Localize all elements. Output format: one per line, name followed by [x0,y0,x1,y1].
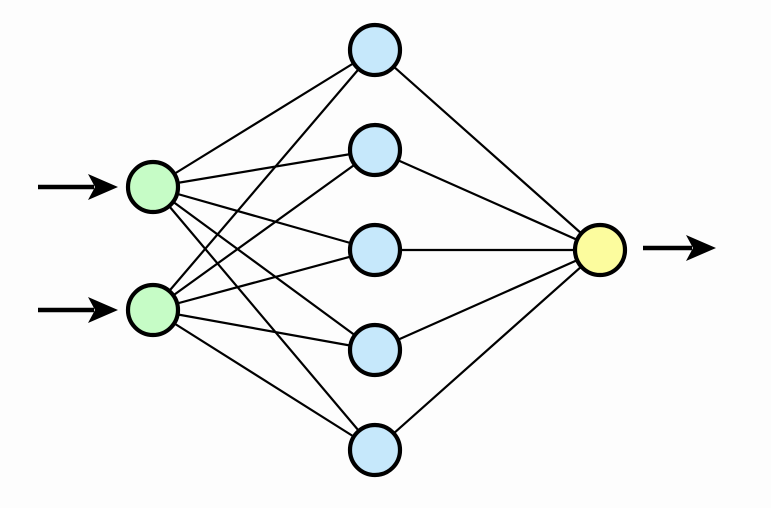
edge-h2-o1 [373,148,602,252]
hidden-layer-node-2[interactable] [347,122,403,178]
edges-group [151,48,602,452]
edge-i2-h4 [151,308,377,352]
node-h2[interactable] [347,122,403,178]
input-layer-node-2[interactable] [125,282,181,338]
node-h5[interactable] [347,422,403,478]
input-layer-node-1[interactable] [125,159,181,215]
output-arrow [643,235,716,261]
node-h3[interactable] [347,222,403,278]
hidden-layer-node-3[interactable] [347,222,403,278]
hidden-layer-node-5[interactable] [347,422,403,478]
output-layer-node-1[interactable] [572,222,628,278]
edge-i1-h4 [151,185,377,352]
edge-i1-h1 [151,48,377,189]
output-arrow-head [686,235,716,261]
edge-h1-o1 [373,48,602,252]
edge-i2-h5 [151,308,377,452]
node-i2[interactable] [125,282,181,338]
input-arrow-bottom-head [88,297,118,323]
nodes-group [125,22,628,478]
edge-i1-h2 [151,148,377,189]
io-arrows-group [38,174,716,323]
node-o1[interactable] [572,222,628,278]
node-h1[interactable] [347,22,403,78]
input-arrow-bottom [38,297,118,323]
node-i1[interactable] [125,159,181,215]
edge-i2-h2 [151,148,377,312]
edge-h5-o1 [373,248,602,452]
hidden-layer-node-1[interactable] [347,22,403,78]
edge-i1-h3 [151,185,377,252]
edge-i1-h5 [151,185,377,452]
node-h4[interactable] [347,322,403,378]
input-arrow-top [38,174,118,200]
edge-h4-o1 [373,248,602,352]
hidden-layer-node-4[interactable] [347,322,403,378]
edge-i2-h3 [151,248,377,312]
input-arrow-top-head [88,174,118,200]
edge-i2-h1 [151,48,377,312]
